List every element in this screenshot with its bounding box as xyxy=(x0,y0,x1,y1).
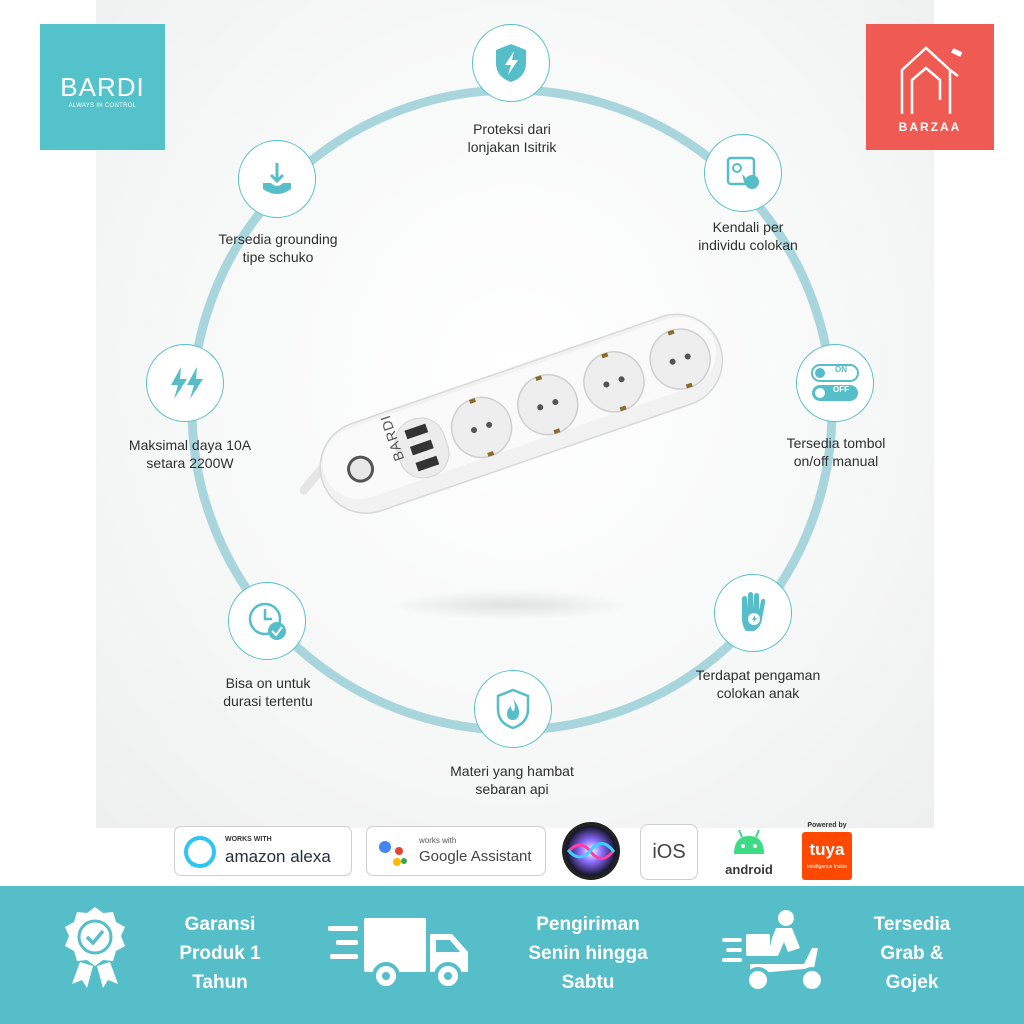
lightning-bolts-icon xyxy=(171,367,203,399)
android-robot-icon xyxy=(734,829,764,854)
fire-retardant-feature-label: Materi yang hambat sebaran api xyxy=(450,763,574,797)
bardi-logo-tagline: ALWAYS IN CONTROL xyxy=(68,103,137,109)
surge-feature-label: Proteksi dari lonjakan Isitrik xyxy=(467,121,557,155)
barzaa-logo: BARZAA xyxy=(866,24,994,150)
tuya-top-text: Powered by xyxy=(807,822,847,829)
warranty-badge-icon xyxy=(65,907,125,988)
tuya-sub-text: Intelligence Inside xyxy=(806,864,848,870)
switch-off-text: OFF xyxy=(833,385,849,394)
fire-retardant-feature-icon-circle xyxy=(474,670,552,748)
shield-bolt-icon xyxy=(496,44,526,82)
amazon-alexa-badge: WORKS WITH amazon alexa xyxy=(174,826,352,876)
alexa-top-text: WORKS WITH xyxy=(225,836,272,843)
android-text: android xyxy=(725,862,773,877)
google-top-text: works with xyxy=(419,836,457,845)
bottom-info-bar xyxy=(0,886,1024,1024)
individual-control-feature-icon-circle xyxy=(704,134,782,212)
google-assistant-icon xyxy=(379,841,407,866)
google-main-text: Google Assistant xyxy=(419,848,532,865)
courier-scooter-icon xyxy=(722,910,825,993)
grounding-icon xyxy=(263,163,291,194)
power-feature-icon-circle xyxy=(146,344,224,422)
surge-feature-icon-circle xyxy=(472,24,550,102)
tuya-main-text: tuya xyxy=(809,840,845,859)
courier-text: Tersedia Grab & Gojek xyxy=(873,914,951,993)
switch-on-text: ON xyxy=(835,365,847,374)
ios-text: iOS xyxy=(652,841,686,863)
power-strip-product: BARDI xyxy=(299,280,740,540)
socket-touch-icon xyxy=(726,156,759,189)
alexa-icon xyxy=(184,836,216,868)
google-assistant-badge: works with Google Assistant xyxy=(366,826,546,876)
grounding-feature-icon-circle xyxy=(238,140,316,218)
switch-feature-icon-circle: ON OFF xyxy=(796,344,874,422)
clock-check-icon xyxy=(248,602,286,640)
bardi-logo: BARDI ALWAYS IN CONTROL xyxy=(40,24,165,150)
child-protection-feature-icon-circle xyxy=(714,574,792,652)
shield-flame-icon xyxy=(496,688,530,730)
product-shadow xyxy=(390,590,630,620)
timer-feature-icon-circle xyxy=(228,582,306,660)
shipping-text: Pengiriman Senin hingga Sabtu xyxy=(528,914,648,993)
switch-feature-label: Tersedia tombol on/off manual xyxy=(786,435,886,469)
individual-control-feature-label: Kendali per individu colokan xyxy=(698,219,798,253)
barzaa-logo-name: BARZAA xyxy=(898,120,962,134)
tuya-badge: Powered by tuya Intelligence Inside xyxy=(800,822,854,882)
tuya-logo: tuya Intelligence Inside xyxy=(802,832,852,880)
ios-badge: iOS xyxy=(640,824,698,880)
android-badge: android xyxy=(716,824,782,882)
bardi-logo-name: BARDI xyxy=(60,72,145,102)
warranty-text: Garansi Produk 1 Tahun xyxy=(179,914,261,993)
house-icon xyxy=(900,46,963,114)
alexa-main-text: amazon alexa xyxy=(225,847,331,866)
power-feature-label: Maksimal daya 10A setara 2200W xyxy=(128,437,252,471)
siri-icon xyxy=(562,822,620,880)
delivery-truck-icon xyxy=(328,918,468,990)
glove-bolt-icon xyxy=(741,592,766,631)
grounding-feature-label: Tersedia grounding tipe schuko xyxy=(218,231,338,265)
timer-feature-label: Bisa on untuk durasi tertentu xyxy=(223,675,313,709)
child-protection-feature-label: Terdapat pengaman colokan anak xyxy=(695,667,821,701)
on-off-switch-icon xyxy=(811,364,859,401)
